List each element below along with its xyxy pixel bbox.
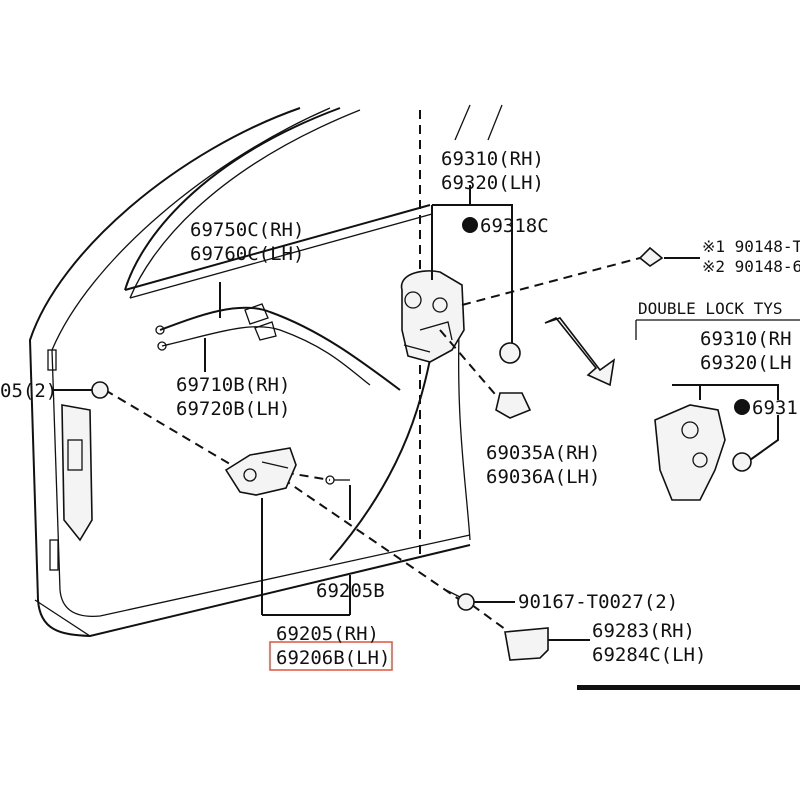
inside-handle [224, 447, 351, 616]
door-edge-bracket [47, 349, 93, 571]
latch-screw-icon [499, 342, 521, 364]
callout-left-clip: 05(2) [0, 380, 57, 402]
door-lock-latch [400, 270, 465, 363]
double-lock-section [635, 319, 800, 501]
callout-latch-rh: 69310(RH) [441, 148, 544, 170]
latch-leader [431, 104, 513, 345]
callout-handle-rh: 69205(RH) [276, 623, 379, 645]
callout-dl-latch-lh: 69320(LH [700, 352, 792, 374]
callout-dl-latch-rh: 69310(RH [700, 328, 792, 350]
callout-dl-screw: 6931 [752, 397, 798, 419]
callout-cable-b-lh: 69720B(LH) [176, 398, 290, 420]
callout-handle-lh: 69206B(LH) [276, 647, 390, 669]
callout-cable-b-rh: 69710B(RH) [176, 374, 290, 396]
screw-marker-icon [638, 246, 664, 267]
lock-cables [155, 282, 401, 391]
direction-arrow-icon [544, 317, 616, 387]
clip-icon [91, 381, 109, 399]
note-1: ※1 90148-T [702, 237, 800, 256]
callout-latch-lh: 69320(LH) [441, 172, 544, 194]
callout-cable-c-lh: 69760C(LH) [190, 243, 304, 265]
callout-bolt: 90167-T0027(2) [518, 591, 678, 613]
callout-striker-rh: 69035A(RH) [486, 442, 600, 464]
callout-latch-screw: 69318C [480, 215, 549, 237]
highlight-box [269, 641, 393, 671]
door-outline [28, 107, 471, 638]
double-lock-title: DOUBLE LOCK TYS [638, 299, 783, 318]
screw-dot-icon [462, 217, 478, 233]
striker-part [495, 392, 532, 419]
bottom-rule [577, 685, 800, 690]
bolt-and-cover [445, 589, 590, 661]
callout-cable-c-rh: 69750C(RH) [190, 219, 304, 241]
note-2: ※2 90148-6 [702, 257, 800, 276]
callout-cover-rh: 69283(RH) [592, 620, 695, 642]
callout-cover-lh: 69284C(LH) [592, 644, 706, 666]
callout-striker-lh: 69036A(LH) [486, 466, 600, 488]
callout-handle-screw: 69205B [316, 580, 385, 602]
